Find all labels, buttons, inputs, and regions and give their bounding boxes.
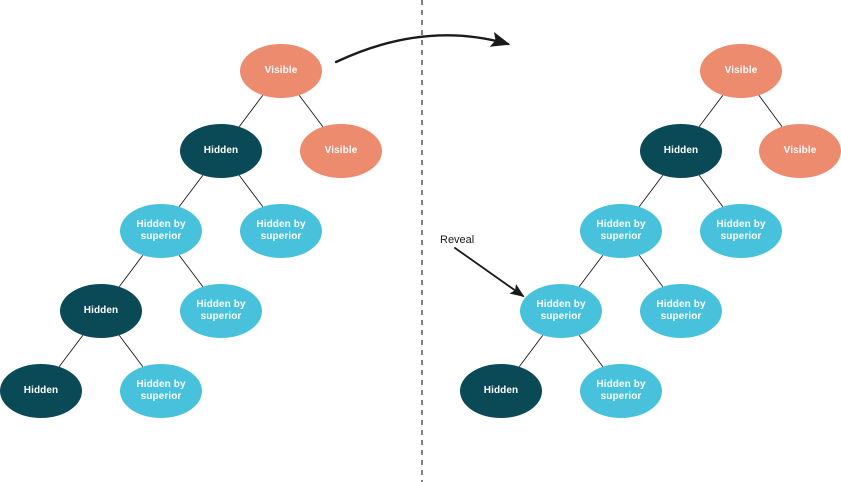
- tree-node-label: Visible: [724, 64, 758, 76]
- tree-node-visible[interactable]: Visible: [240, 44, 322, 98]
- tree-node-hidden-by-superior[interactable]: Hidden by superior: [180, 284, 262, 338]
- tree-node-label: Hidden: [83, 304, 119, 316]
- tree-node-hidden[interactable]: Hidden: [0, 364, 82, 418]
- tree-node-hidden-by-superior[interactable]: Hidden by superior: [120, 204, 202, 258]
- tree-node-label: Hidden: [23, 384, 59, 396]
- tree-edge: [638, 174, 664, 208]
- tree-node-label: Hidden by superior: [656, 298, 706, 323]
- tree-node-label: Visible: [783, 144, 817, 156]
- tree-edge: [58, 334, 84, 368]
- tree-edge: [298, 94, 324, 128]
- tree-edge: [118, 334, 144, 368]
- tree-node-hidden-by-superior[interactable]: Hidden by superior: [580, 364, 662, 418]
- tree-edge: [178, 174, 204, 208]
- tree-node-label: Hidden by superior: [136, 218, 186, 243]
- tree-edge: [578, 254, 604, 288]
- tree-node-label: Visible: [324, 144, 358, 156]
- tree-node-hidden-by-superior[interactable]: Hidden by superior: [700, 204, 782, 258]
- tree-edge: [178, 254, 204, 288]
- tree-edge: [118, 254, 144, 288]
- tree-node-label: Hidden: [663, 144, 699, 156]
- tree-node-label: Hidden: [203, 144, 239, 156]
- tree-node-hidden[interactable]: Hidden: [60, 284, 142, 338]
- tree-node-label: Visible: [264, 64, 298, 76]
- tree-node-label: Hidden by superior: [596, 378, 646, 403]
- tree-edge: [238, 174, 264, 208]
- tree-node-hidden[interactable]: Hidden: [180, 124, 262, 178]
- tree-node-hidden-by-superior[interactable]: Hidden by superior: [580, 204, 662, 258]
- tree-node-label: Hidden by superior: [196, 298, 246, 323]
- tree-node-hidden-by-superior[interactable]: Hidden by superior: [520, 284, 602, 338]
- tree-edge: [578, 334, 604, 368]
- tree-node-label: Hidden by superior: [136, 378, 186, 403]
- tree-node-visible[interactable]: Visible: [300, 124, 382, 178]
- tree-node-label: Hidden by superior: [536, 298, 586, 323]
- tree-node-label: Hidden by superior: [256, 218, 306, 243]
- tree-node-hidden-by-superior[interactable]: Hidden by superior: [240, 204, 322, 258]
- tree-node-hidden-by-superior[interactable]: Hidden by superior: [120, 364, 202, 418]
- tree-node-label: Hidden by superior: [716, 218, 766, 243]
- tree-node-label: Hidden by superior: [596, 218, 646, 243]
- tree-node-label: Hidden: [483, 384, 519, 396]
- tree-node-hidden[interactable]: Hidden: [640, 124, 722, 178]
- tree-edge: [698, 94, 724, 128]
- tree-edge: [638, 254, 664, 288]
- tree-node-hidden-by-superior[interactable]: Hidden by superior: [640, 284, 722, 338]
- reveal-label: Reveal: [440, 234, 475, 246]
- tree-node-visible[interactable]: Visible: [759, 124, 841, 178]
- tree-edge: [758, 95, 783, 127]
- transform-curved-arrow: [334, 31, 511, 64]
- tree-edge: [518, 334, 544, 368]
- tree-node-visible[interactable]: Visible: [700, 44, 782, 98]
- reveal-arrow: [454, 247, 525, 298]
- tree-edge: [238, 94, 264, 128]
- tree-node-hidden[interactable]: Hidden: [460, 364, 542, 418]
- tree-edge: [698, 174, 724, 208]
